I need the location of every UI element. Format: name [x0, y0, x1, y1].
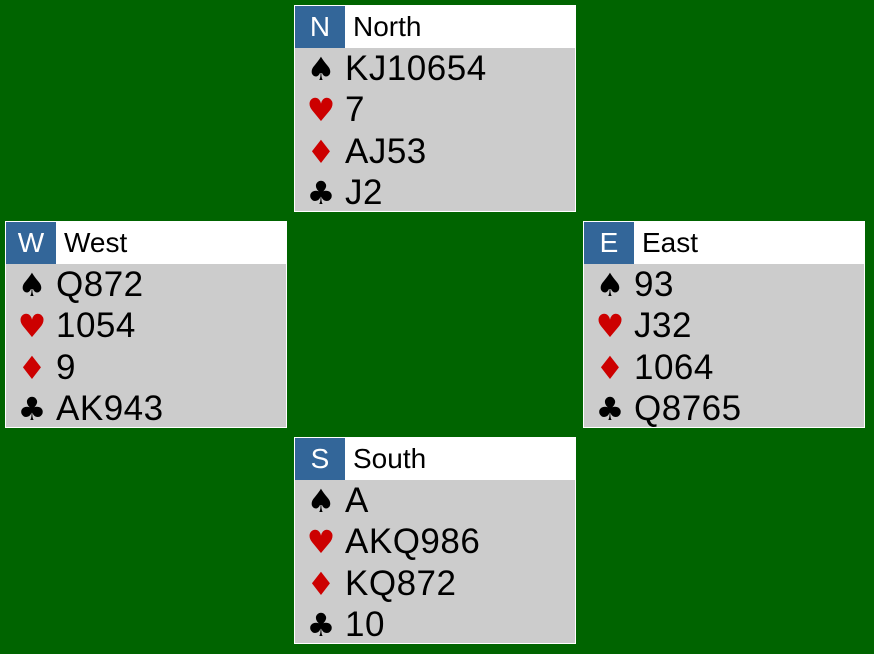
suit-row-hearts: ♥ 7 — [295, 90, 575, 132]
spades-cards: KJ10654 — [345, 48, 487, 88]
seat-badge-west: W — [6, 222, 56, 264]
suit-row-diamonds: ♦ 1064 — [584, 347, 864, 389]
diamonds-cards: 9 — [56, 347, 76, 387]
suit-row-diamonds: ♦ AJ53 — [295, 131, 575, 173]
diamonds-icon: ♦ — [595, 348, 625, 387]
spades-icon: ♠ — [595, 265, 625, 304]
hand-header: W West — [6, 222, 286, 264]
spades-icon: ♠ — [306, 49, 336, 88]
seat-badge-north: N — [295, 6, 345, 48]
diamonds-icon: ♦ — [306, 132, 336, 171]
suit-row-hearts: ♥ J32 — [584, 306, 864, 348]
seat-badge-south: S — [295, 438, 345, 480]
suit-row-clubs: ♣ Q8765 — [584, 389, 864, 431]
suit-row-diamonds: ♦ KQ872 — [295, 563, 575, 605]
hearts-cards: 1054 — [56, 306, 136, 346]
clubs-cards: Q8765 — [634, 389, 742, 429]
suit-row-clubs: ♣ AK943 — [6, 389, 286, 431]
spades-icon: ♠ — [17, 265, 47, 304]
spades-cards: 93 — [634, 264, 674, 304]
clubs-icon: ♣ — [17, 390, 47, 429]
suit-row-hearts: ♥ AKQ986 — [295, 522, 575, 564]
clubs-icon: ♣ — [595, 390, 625, 429]
seat-name-south: South — [353, 443, 427, 474]
clubs-icon: ♣ — [306, 174, 336, 213]
suit-row-hearts: ♥ 1054 — [6, 306, 286, 348]
suit-row-diamonds: ♦ 9 — [6, 347, 286, 389]
diamonds-icon: ♦ — [17, 348, 47, 387]
hand-header: S South — [295, 438, 575, 480]
seat-badge-east: E — [584, 222, 634, 264]
diamonds-icon: ♦ — [306, 564, 336, 603]
spades-icon: ♠ — [306, 481, 336, 520]
hearts-cards: AKQ986 — [345, 522, 481, 562]
suit-row-spades: ♠ A — [295, 480, 575, 522]
suit-row-clubs: ♣ 10 — [295, 605, 575, 647]
suit-row-spades: ♠ 93 — [584, 264, 864, 306]
hand-header: E East — [584, 222, 864, 264]
suit-row-spades: ♠ KJ10654 — [295, 48, 575, 90]
seat-name-east: East — [642, 227, 699, 258]
hand-north: N North ♠ KJ10654 ♥ 7 ♦ AJ53 ♣ J2 — [294, 5, 576, 212]
diamonds-cards: KQ872 — [345, 563, 457, 603]
hand-east: E East ♠ 93 ♥ J32 ♦ 1064 ♣ Q8765 — [583, 221, 865, 428]
suit-row-spades: ♠ Q872 — [6, 264, 286, 306]
spades-cards: A — [345, 480, 369, 520]
clubs-cards: AK943 — [56, 389, 164, 429]
hearts-icon: ♥ — [306, 91, 336, 130]
seat-name-west: West — [64, 227, 128, 258]
spades-cards: Q872 — [56, 264, 144, 304]
hand-south: S South ♠ A ♥ AKQ986 ♦ KQ872 ♣ 10 — [294, 437, 576, 644]
diamonds-cards: 1064 — [634, 347, 714, 387]
hand-west: W West ♠ Q872 ♥ 1054 ♦ 9 ♣ AK943 — [5, 221, 287, 428]
clubs-cards: J2 — [345, 173, 383, 213]
hearts-icon: ♥ — [17, 307, 47, 346]
diamonds-cards: AJ53 — [345, 131, 427, 171]
clubs-icon: ♣ — [306, 606, 336, 645]
hearts-icon: ♥ — [595, 307, 625, 346]
hand-header: N North — [295, 6, 575, 48]
hearts-cards: 7 — [345, 90, 365, 130]
hearts-cards: J32 — [634, 306, 692, 346]
seat-name-north: North — [353, 11, 422, 42]
hearts-icon: ♥ — [306, 523, 336, 562]
suit-row-clubs: ♣ J2 — [295, 173, 575, 215]
clubs-cards: 10 — [345, 605, 385, 645]
